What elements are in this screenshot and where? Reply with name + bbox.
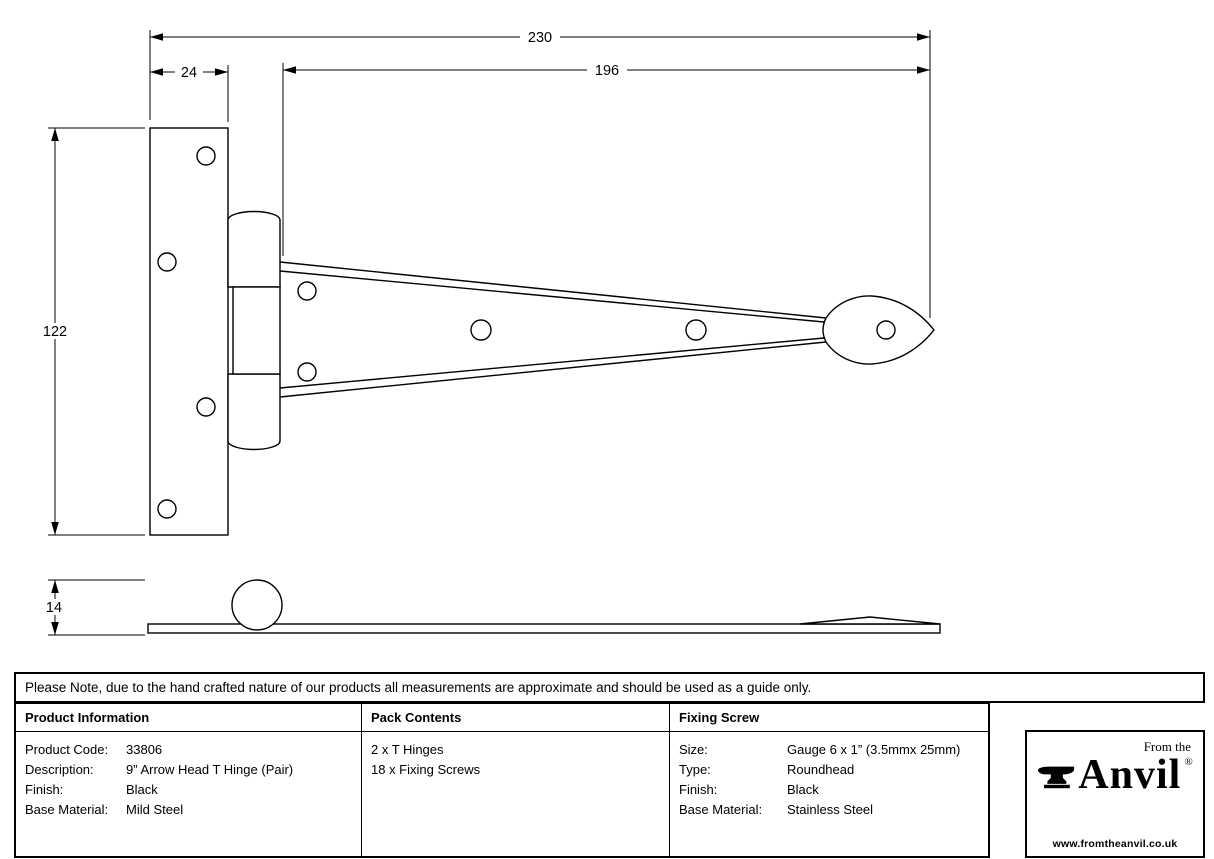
spec-value: Black xyxy=(126,782,158,797)
spec-value: Gauge 6 x 1” (3.5mmx 25mm) xyxy=(787,742,961,757)
technical-drawing: 230 196 24 122 xyxy=(39,29,941,636)
hinge-side-view xyxy=(147,579,941,634)
pack-contents-item: 18 x Fixing Screws xyxy=(371,762,481,777)
product-information-cell: Product Code: 33806 Description: 9” Arro… xyxy=(16,732,362,856)
side-view-strap xyxy=(147,623,941,634)
spec-table: Product Information Pack Contents Fixing… xyxy=(14,702,990,858)
logo-main: Anvil ® xyxy=(1035,752,1195,798)
spec-value: Black xyxy=(787,782,819,797)
logo-website: www.fromtheanvil.co.uk xyxy=(1052,838,1178,850)
spec-label: Base Material: xyxy=(25,802,109,817)
screw-hole xyxy=(157,252,177,272)
pack-contents-item: 2 x T Hinges xyxy=(371,742,444,757)
dimension-122-label: 122 xyxy=(43,324,67,340)
spec-label: Product Code: xyxy=(25,742,109,757)
spec-row: Product Code: 33806 xyxy=(25,740,357,760)
dimension-24-label: 24 xyxy=(181,65,197,81)
spec-label: Finish: xyxy=(25,782,64,797)
spec-row: Description: 9” Arrow Head T Hinge (Pair… xyxy=(25,760,357,780)
spec-row: Finish: Black xyxy=(679,780,984,800)
pack-contents-cell: 2 x T Hinges 18 x Fixing Screws xyxy=(362,732,670,856)
spec-row: Size: Gauge 6 x 1” (3.5mmx 25mm) xyxy=(679,740,984,760)
spec-value: 9” Arrow Head T Hinge (Pair) xyxy=(126,762,294,777)
note-text: Please Note, due to the hand crafted nat… xyxy=(25,680,812,695)
header-product-information: Product Information xyxy=(16,704,362,732)
spec-value: 33806 xyxy=(126,742,163,757)
spec-value: Stainless Steel xyxy=(787,802,873,817)
header-pack-contents: Pack Contents xyxy=(362,704,670,732)
spec-row: Base Material: Mild Steel xyxy=(25,800,357,820)
spec-row: Base Material: Stainless Steel xyxy=(679,800,984,820)
spec-label: Size: xyxy=(679,742,708,757)
side-view-arrow-tip xyxy=(799,616,941,625)
hinge-front-view xyxy=(149,127,935,536)
dimension-side-height: 14 xyxy=(41,580,67,635)
anvil-icon xyxy=(1038,766,1075,789)
header-fixing-screw: Fixing Screw xyxy=(670,704,988,732)
spec-row: Finish: Black xyxy=(25,780,357,800)
logo-tagline: From the xyxy=(1143,739,1191,754)
spec-label: Finish: xyxy=(679,782,718,797)
screw-hole xyxy=(297,362,317,382)
dimension-230-label: 230 xyxy=(528,30,552,46)
screw-holes xyxy=(157,146,896,519)
hinge-plate xyxy=(149,127,229,536)
note-box: Please Note, due to the hand crafted nat… xyxy=(14,672,1205,703)
spec-row: Type: Roundhead xyxy=(679,760,984,780)
screw-hole xyxy=(157,499,177,519)
spec-label: Base Material: xyxy=(679,802,763,817)
dimension-strap-length: 196 xyxy=(283,62,930,79)
hinge-barrel xyxy=(227,210,281,451)
extension-lines xyxy=(48,30,931,636)
screw-hole xyxy=(297,281,317,301)
screw-hole xyxy=(685,319,707,341)
spec-label: Type: xyxy=(679,762,711,777)
registered-mark: ® xyxy=(1184,756,1193,768)
spec-value: Roundhead xyxy=(787,762,855,777)
hinge-strap xyxy=(279,261,827,398)
screw-hole xyxy=(196,397,216,417)
dimension-plate-height: 122 xyxy=(39,128,71,535)
screw-hole xyxy=(196,146,216,166)
spec-value: Mild Steel xyxy=(126,802,184,817)
fixing-screw-cell: Size: Gauge 6 x 1” (3.5mmx 25mm) Type: R… xyxy=(670,732,988,856)
side-view-barrel xyxy=(231,579,283,631)
brand-logo-box: From the Anvil ® www.fromtheanvil.co.uk xyxy=(1025,730,1205,858)
dimension-plate-width: 24 xyxy=(150,64,228,81)
spec-label: Description: xyxy=(25,762,94,777)
dimension-196-label: 196 xyxy=(595,63,619,79)
logo-brand-text: Anvil xyxy=(1078,752,1182,798)
screw-hole xyxy=(470,319,492,341)
dimension-14-label: 14 xyxy=(46,600,62,616)
screw-hole xyxy=(876,320,896,340)
dimension-total-length: 230 xyxy=(150,29,930,46)
